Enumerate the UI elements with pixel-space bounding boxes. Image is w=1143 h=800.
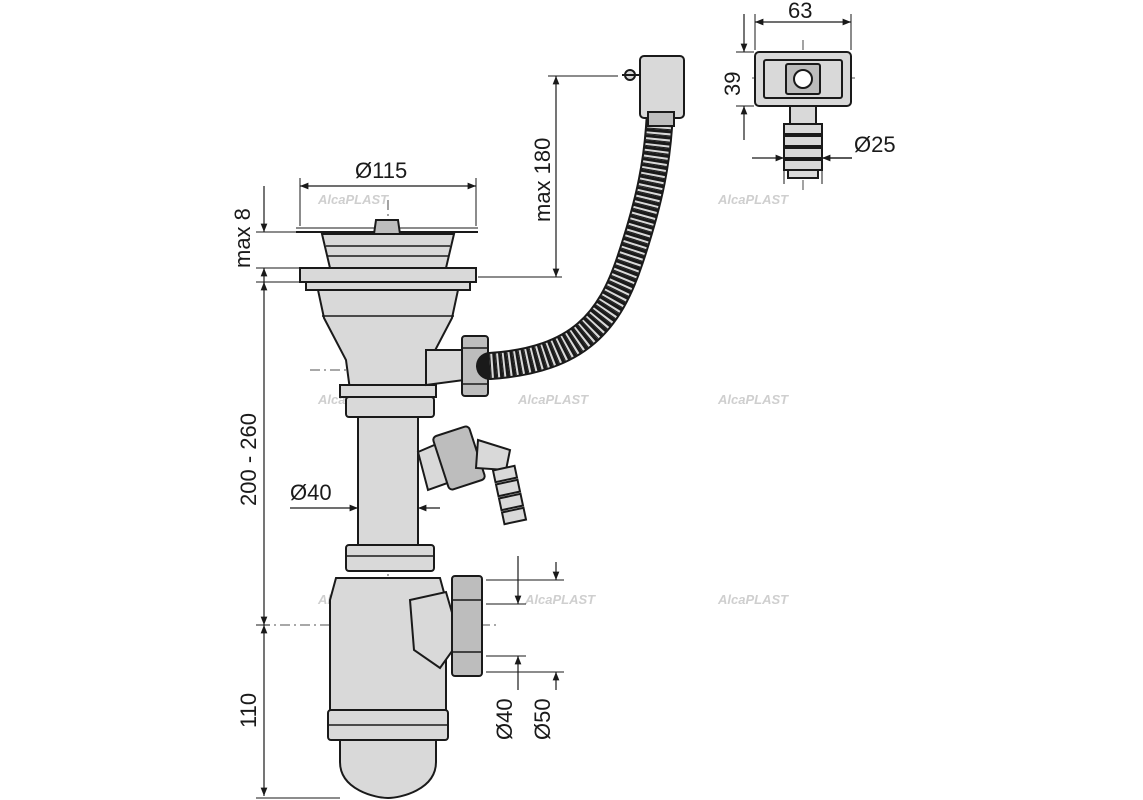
overflow-hose bbox=[476, 96, 674, 380]
dim-label-max8: max 8 bbox=[230, 208, 255, 268]
tail-pipe bbox=[345, 396, 435, 572]
dim-w63: 63 bbox=[754, 0, 852, 50]
appliance-hose-spigot bbox=[491, 464, 528, 526]
overflow-head-spigot bbox=[783, 123, 823, 179]
dim-d115: Ø115 bbox=[299, 158, 477, 226]
dim-label-h39: 39 bbox=[720, 72, 745, 96]
dim-label-d115: Ø115 bbox=[355, 158, 407, 183]
dim-label-d50-outlet: Ø50 bbox=[530, 698, 555, 740]
dim-d50-outlet: Ø50 bbox=[486, 562, 564, 740]
dim-max180: max 180 bbox=[478, 75, 618, 278]
funnel-body bbox=[316, 289, 460, 398]
dim-d40-outlet: Ø40 bbox=[486, 556, 526, 740]
dim-label-d40-pipe: Ø40 bbox=[290, 480, 332, 505]
watermark: AlcaPLAST bbox=[717, 392, 789, 407]
appliance-connector bbox=[416, 425, 528, 526]
dim-label-max180: max 180 bbox=[530, 138, 555, 222]
dim-d25: Ø25 bbox=[752, 132, 896, 184]
dim-label-range200-260: 200 - 260 bbox=[236, 413, 261, 506]
dim-max8: max 8 bbox=[230, 186, 310, 290]
watermark: AlcaPLAST bbox=[517, 392, 589, 407]
overflow-head-side bbox=[622, 55, 685, 127]
watermark: AlcaPLAST bbox=[717, 192, 789, 207]
dim-label-d25: Ø25 bbox=[854, 132, 896, 157]
dim-range200-260: 200 - 260 bbox=[236, 281, 310, 626]
dim-label-w63: 63 bbox=[788, 0, 812, 23]
dim-label-d40-outlet: Ø40 bbox=[492, 698, 517, 740]
bottle-trap bbox=[327, 575, 483, 800]
dim-label-h110: 110 bbox=[236, 693, 261, 728]
dim-d40-pipe: Ø40 bbox=[290, 480, 440, 512]
watermark: AlcaPLAST bbox=[524, 592, 596, 607]
watermark: AlcaPLAST bbox=[717, 592, 789, 607]
watermark: AlcaPLAST bbox=[317, 192, 389, 207]
overflow-head-front bbox=[754, 51, 852, 179]
dim-h110: 110 bbox=[236, 625, 340, 799]
dim-h39: 39 bbox=[720, 14, 754, 140]
overflow-socket bbox=[425, 335, 489, 397]
strainer-basket bbox=[296, 219, 478, 291]
